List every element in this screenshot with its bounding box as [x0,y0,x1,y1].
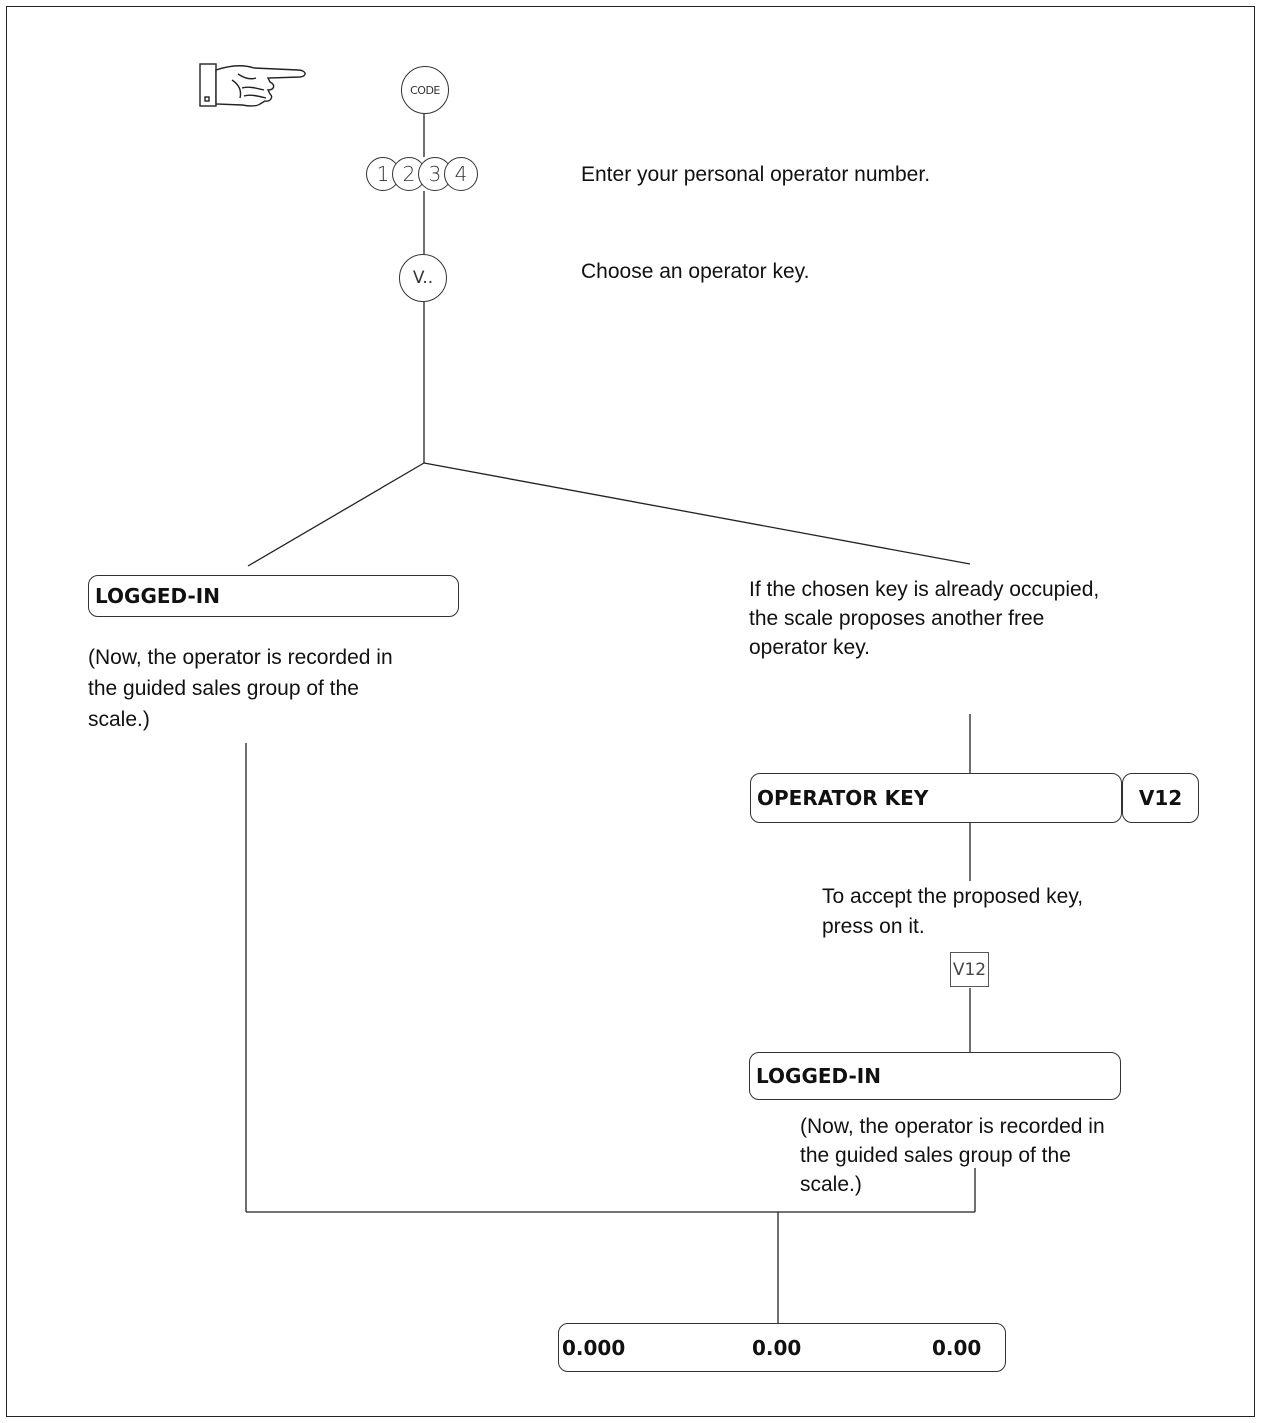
unit-price-value: 0.00 [752,1336,802,1360]
digit-key-4[interactable]: 4 [444,157,478,191]
left-note-line2: the guided sales group of the [88,677,359,700]
logged-in-display-right: LOGGED-IN [749,1052,1121,1100]
operator-key-value: V12 [1122,773,1199,823]
instruction-occupied-line2: the scale proposes another free [749,607,1045,630]
right-note-line2: the guided sales group of the [800,1144,1071,1167]
proposed-operator-key[interactable]: V12 [950,952,989,987]
right-note-line1: (Now, the operator is recorded in [800,1115,1105,1138]
instruction-occupied-line1: If the chosen key is already occupied, [749,578,1100,601]
display-value: V12 [1138,786,1183,810]
right-note-line3: scale.) [800,1173,862,1196]
display-text: OPERATOR KEY [757,786,929,810]
left-note-line3: scale.) [88,708,150,731]
display-text: LOGGED-IN [95,584,220,608]
pointing-hand-icon [199,63,306,107]
weight-value: 0.000 [562,1336,626,1360]
total-price-value: 0.00 [932,1336,982,1360]
operator-key[interactable]: V.. [399,254,447,302]
code-key[interactable]: CODE [401,66,449,114]
instruction-enter-number: Enter your personal operator number. [581,163,931,186]
left-note-line1: (Now, the operator is recorded in [88,646,393,669]
instruction-occupied-line3: operator key. [749,636,871,659]
instruction-accept-line1: To accept the proposed key, [822,885,1084,908]
display-text: LOGGED-IN [756,1064,881,1088]
operator-key-display: OPERATOR KEY [750,773,1122,823]
scale-main-display: 0.000 0.00 0.00 [558,1323,1006,1372]
instruction-accept-line2: press on it. [822,915,925,938]
logged-in-display-left: LOGGED-IN [88,575,459,617]
page-frame [6,6,1255,1417]
instruction-choose-key: Choose an operator key. [581,260,810,283]
